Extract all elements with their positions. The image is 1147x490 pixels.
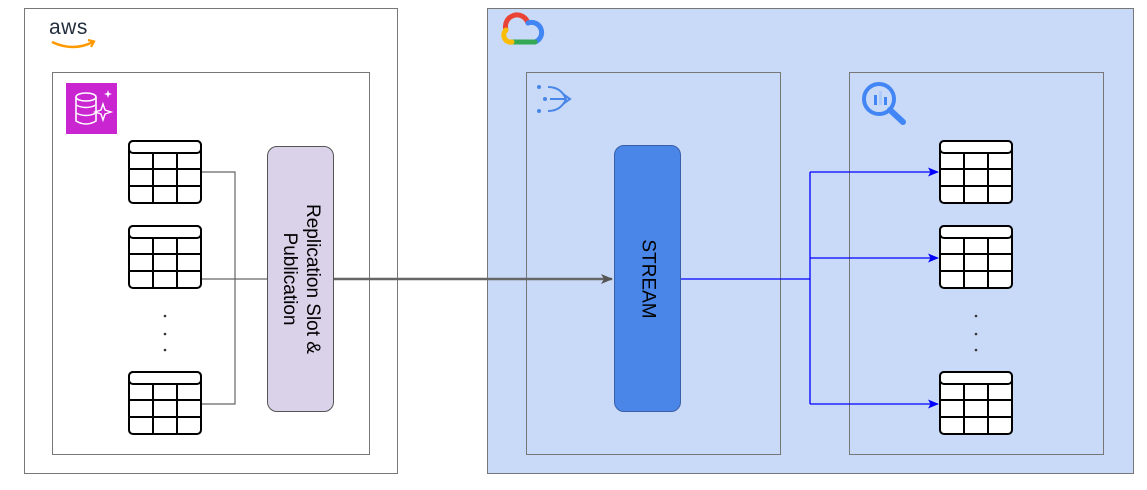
rds-database-icon: [66, 83, 117, 134]
aws-logo: aws: [49, 16, 101, 50]
aws-smile-icon: [51, 38, 96, 49]
aws-logo-text: aws: [49, 16, 88, 39]
source-connectors: [201, 171, 267, 405]
replication-label-line2: Publication: [278, 232, 300, 326]
replication-slot-label: Replication Slot & Publication: [278, 164, 324, 394]
stream-to-bigquery-arrows: [681, 167, 939, 409]
source-table-3: [128, 371, 202, 435]
replication-label-line1: Replication Slot &: [301, 204, 323, 354]
source-table-1: [128, 140, 202, 204]
source-table-2: [128, 225, 202, 289]
stream-label: STREAM: [637, 238, 658, 319]
google-cloud-icon: [501, 12, 545, 45]
replication-slot-box: Replication Slot & Publication: [267, 146, 334, 412]
stream-box: STREAM: [614, 145, 681, 412]
bigquery-table-1: [939, 140, 1013, 204]
bigquery-table-2: [939, 225, 1013, 289]
bigquery-table-3: [939, 371, 1013, 435]
bigquery-table-ellipsis: [974, 314, 978, 352]
bigquery-icon: [862, 82, 906, 125]
datastream-icon: [537, 85, 572, 113]
source-table-ellipsis: [163, 314, 167, 352]
